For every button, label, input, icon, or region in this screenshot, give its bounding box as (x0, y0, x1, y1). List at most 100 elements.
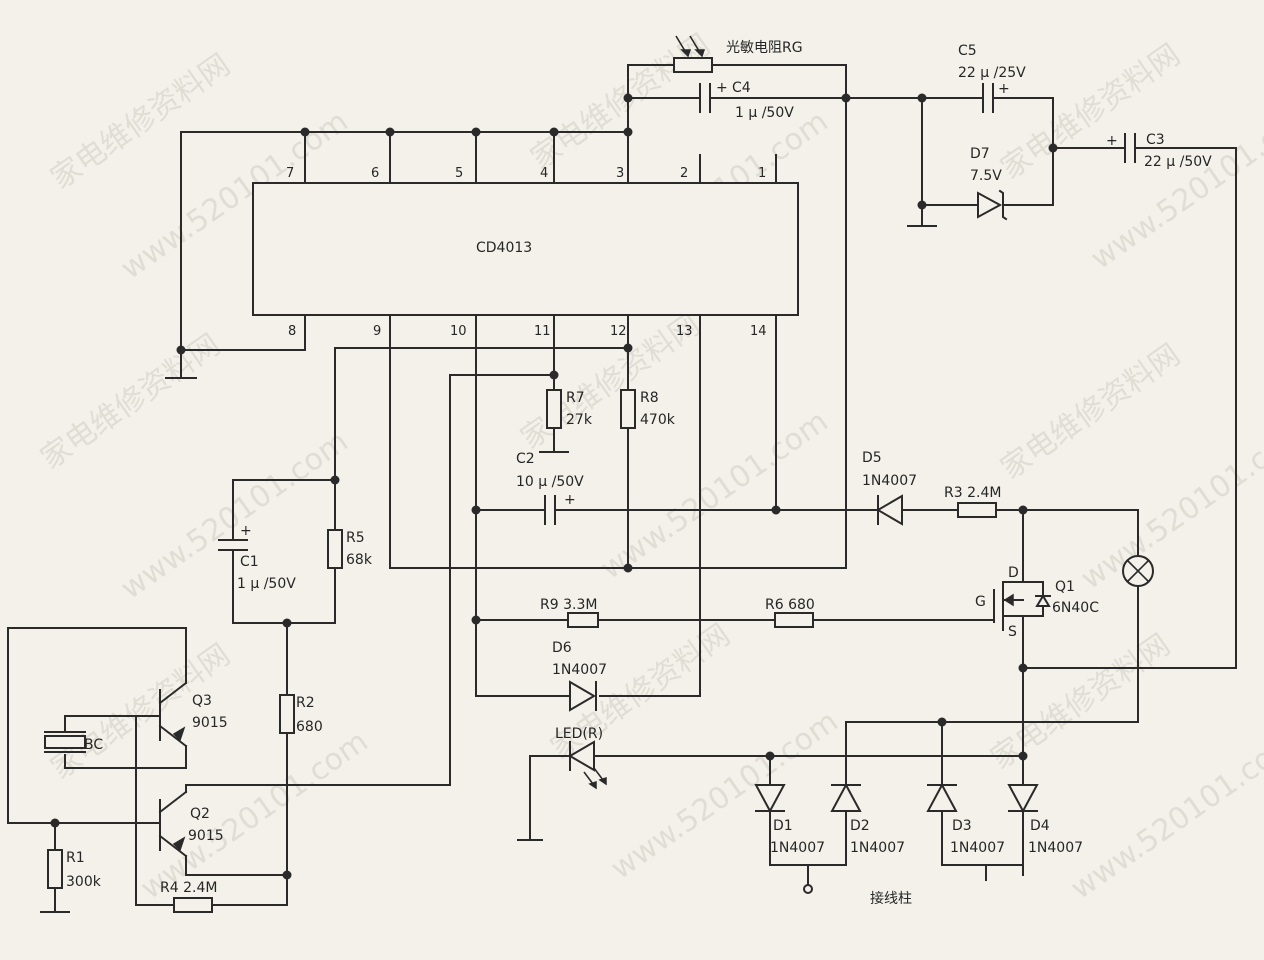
gate-drive: R9 3.3M R6 680 D6 1N4007 LED(R) (475, 597, 1024, 841)
junctions (50, 93, 1058, 880)
d1-value: 1N4007 (770, 840, 825, 856)
r2-label: R2 (296, 695, 315, 711)
resistor-r4 (173, 897, 213, 913)
pin-11: 11 (534, 324, 551, 339)
zener-d7 (977, 191, 1003, 219)
q1-label: Q1 (1055, 579, 1075, 595)
pin-6: 6 (371, 166, 379, 181)
diode-d6 (569, 680, 596, 712)
r4-label: R4 2.4M (160, 880, 217, 896)
watermark: 家电维修资料网 (995, 337, 1187, 486)
q1-d: D (1008, 565, 1019, 581)
resistor-r6 (774, 612, 814, 628)
diode-d1 (754, 784, 786, 814)
q3-value: 9015 (192, 715, 228, 731)
supply-section: + C5 22 μ /25V D7 7.5V + C3 22 μ /50V (845, 43, 1237, 669)
watermark: www.520101.com (1065, 724, 1264, 907)
d1-label: D1 (773, 818, 793, 834)
r2-value: 680 (296, 719, 323, 735)
ic-label: CD4013 (476, 240, 532, 256)
watermark: 家电维修资料网 (45, 637, 237, 786)
rg-label: 光敏电阻RG (726, 40, 803, 56)
r7-label: R7 (566, 390, 585, 406)
c2-value: 10 μ /50V (516, 474, 584, 490)
pin-7: 7 (286, 166, 294, 181)
c3-plus: + (1106, 133, 1118, 149)
d7-value: 7.5V (970, 168, 1002, 184)
pin-10: 10 (450, 324, 467, 339)
resistor-r7 (546, 389, 562, 429)
c1-label: C1 (240, 554, 259, 570)
c4-label: C4 (732, 80, 751, 96)
timing-section: R7 27k R8 470k + C2 10 μ /50V D5 1N4007 … (334, 314, 1139, 786)
r5-label: R5 (346, 530, 365, 546)
c5-value: 22 μ /25V (958, 65, 1026, 81)
pin-5: 5 (455, 166, 463, 181)
d7-label: D7 (970, 146, 990, 162)
resistor-rg (673, 57, 713, 73)
terminal-label: 接线柱 (870, 890, 912, 907)
resistor-r8 (620, 389, 636, 429)
q1-value: 6N40C (1052, 600, 1099, 616)
q1-g: G (975, 594, 986, 610)
resistor-r3 (957, 502, 997, 518)
pin-14: 14 (750, 324, 767, 339)
pin-3: 3 (616, 166, 624, 181)
watermarks: www.520101.com 家电维修资料网 www.520101.com 家电… (35, 27, 1264, 906)
r7-value: 27k (566, 412, 593, 428)
c5-label: C5 (958, 43, 977, 59)
pin-8: 8 (288, 324, 296, 339)
diode-d5 (876, 494, 903, 526)
pin-4: 4 (540, 166, 548, 181)
d2-value: 1N4007 (850, 840, 905, 856)
c3-value: 22 μ /50V (1144, 154, 1212, 170)
watermark: www.520101.com (595, 404, 835, 587)
r1-label: R1 (66, 850, 85, 866)
ic-body (252, 182, 799, 316)
d3-value: 1N4007 (950, 840, 1005, 856)
resistor-r2 (279, 694, 295, 734)
c3-label: C3 (1146, 132, 1165, 148)
r9-label: R9 3.3M (540, 597, 597, 613)
diode-d2 (830, 782, 862, 812)
led-label: LED(R) (555, 726, 603, 742)
resistor-r9 (567, 612, 599, 628)
diode-d3 (926, 782, 958, 812)
resistor-r5 (327, 529, 343, 569)
pin-2: 2 (680, 166, 688, 181)
resistor-r1 (47, 849, 63, 889)
pin-9: 9 (373, 324, 381, 339)
pin-1: 1 (758, 166, 766, 181)
pin-13: 13 (676, 324, 693, 339)
watermark: www.520101.com (605, 704, 845, 887)
r1-value: 300k (66, 874, 102, 890)
r3-label: R3 2.4M (944, 485, 1001, 501)
watermark: www.520101.com (1085, 94, 1264, 277)
c1-value: 1 μ /50V (237, 576, 296, 592)
r8-value: 470k (640, 412, 676, 428)
bridge-rectifier: D1 1N4007 D2 1N4007 D3 1N4007 D4 1N4007 … (754, 721, 1083, 907)
alarm-section: + C1 1 μ /50V R5 68k R2 680 BC Q3 9015 (7, 479, 451, 913)
q2-value: 9015 (188, 828, 224, 844)
d2-label: D2 (850, 818, 870, 834)
c4-plus: + (716, 80, 728, 96)
c2-label: C2 (516, 451, 535, 467)
d4-value: 1N4007 (1028, 840, 1083, 856)
r5-value: 68k (346, 552, 373, 568)
watermark: 家电维修资料网 (45, 47, 237, 196)
mosfet-q1: D G S Q1 6N40C (845, 509, 1154, 876)
q3-label: Q3 (192, 693, 212, 709)
diode-d4 (1007, 784, 1039, 814)
r8-label: R8 (640, 390, 659, 406)
pin-12: 12 (610, 324, 627, 339)
c4-value: 1 μ /50V (735, 105, 794, 121)
d6-label: D6 (552, 640, 572, 656)
r6-label: R6 680 (765, 597, 815, 613)
d5-value: 1N4007 (862, 473, 917, 489)
ic-cd4013: CD4013 7 6 5 4 3 2 1 8 9 10 11 12 13 14 (252, 166, 799, 339)
d3-label: D3 (952, 818, 972, 834)
watermark: 家电维修资料网 (985, 627, 1177, 776)
c2-plus: + (564, 492, 576, 508)
